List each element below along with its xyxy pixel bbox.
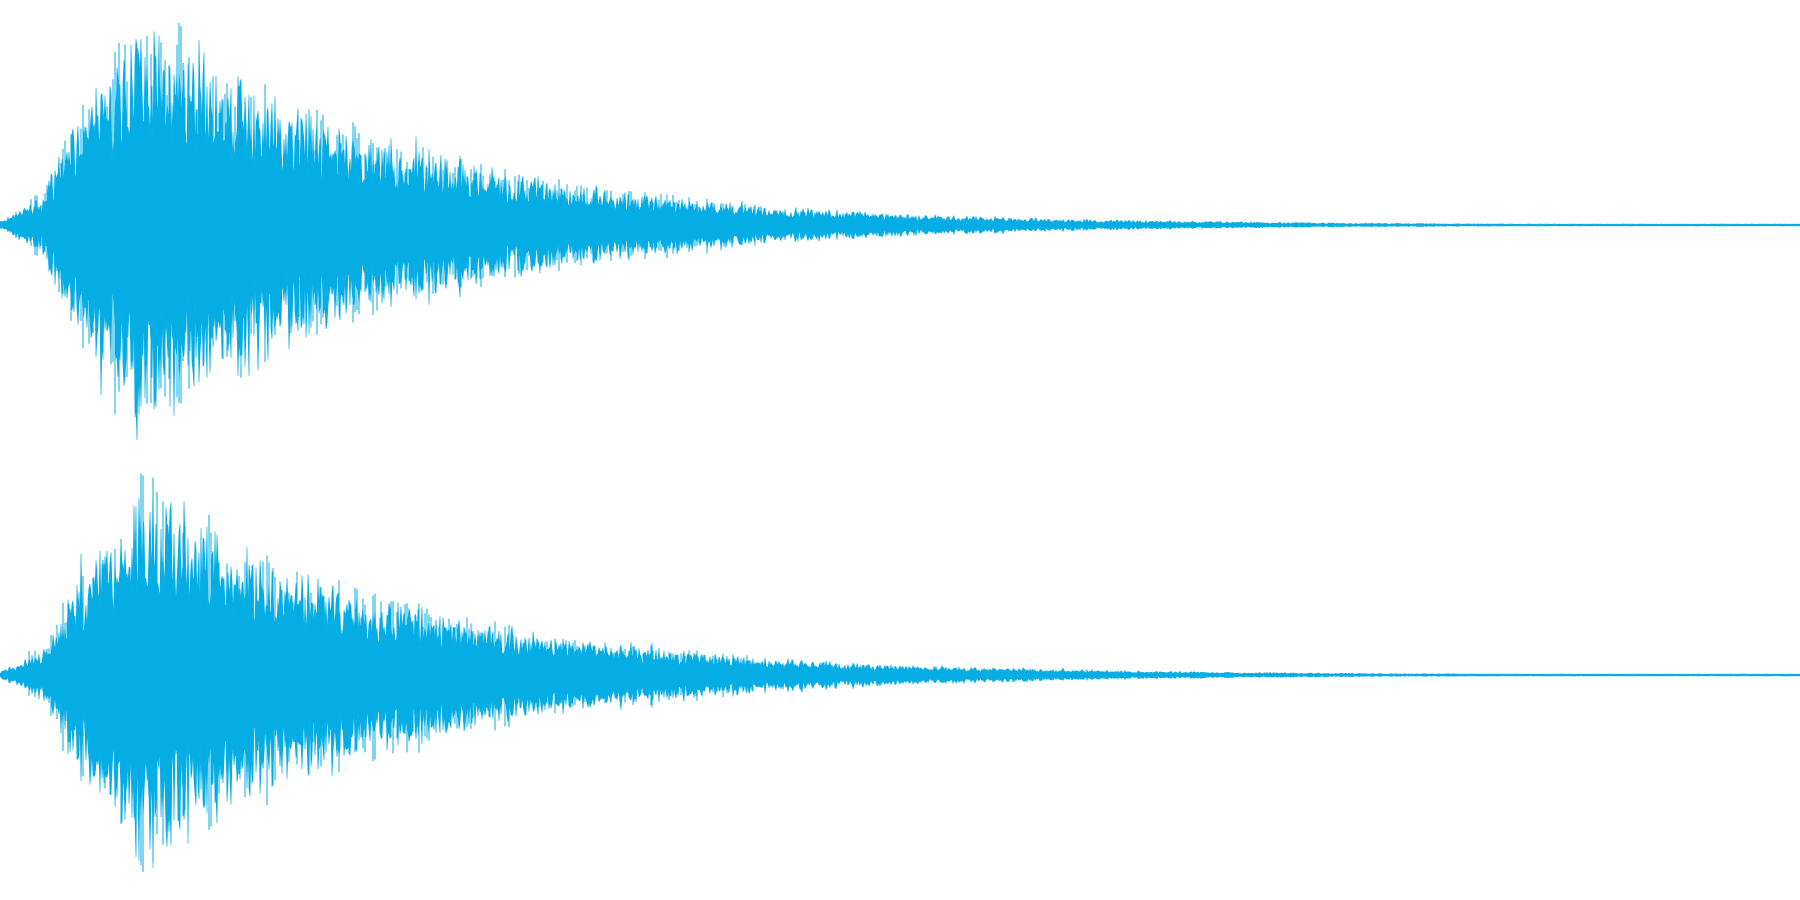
channel-2-waveform xyxy=(0,473,1800,872)
waveform-envelope xyxy=(0,478,1800,868)
waveform-envelope xyxy=(0,31,1800,441)
channel-1-waveform xyxy=(0,23,1800,441)
